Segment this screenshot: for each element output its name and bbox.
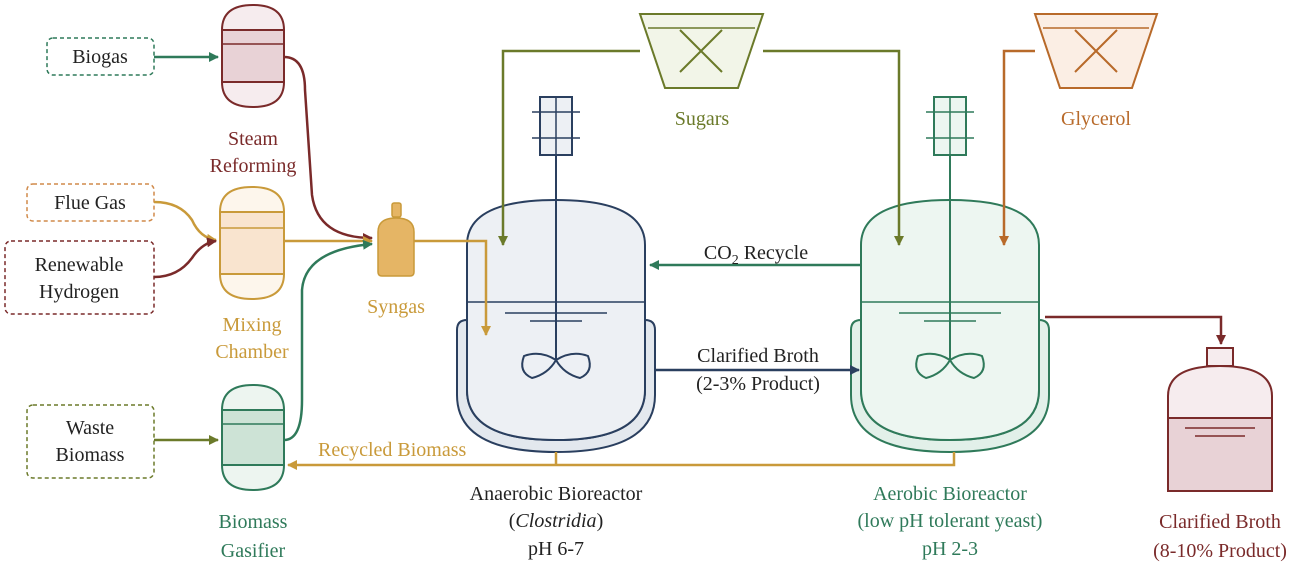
gasifier-to-syngas-arrow	[283, 239, 373, 442]
sugars-hopper	[638, 13, 765, 89]
clarified-broth-label-1: Clarified Broth	[697, 345, 819, 367]
mixing-chamber-label-1: Mixing	[223, 314, 282, 336]
aerobic-label-2: (low pH tolerant yeast)	[858, 510, 1043, 532]
product-tank	[1167, 347, 1273, 492]
flue-gas-flow-arrow	[153, 200, 217, 244]
waste-biomass-label-1: Waste	[66, 417, 114, 439]
reforming-to-syngas-arrow	[283, 55, 373, 243]
biomass-gasifier-label-2: Gasifier	[221, 540, 286, 562]
syngas-label: Syngas	[367, 296, 425, 318]
sugars-to-aerobic-arrow	[763, 49, 904, 246]
co2-recycle-label: CO2 Recycle	[704, 242, 808, 268]
renewable-hydrogen-input: Renewable Hydrogen	[4, 240, 155, 315]
syngas-cylinder	[377, 202, 415, 277]
biogas-input: Biogas	[46, 37, 155, 76]
flue-gas-label: Flue Gas	[54, 192, 126, 214]
mixing-chamber-label-2: Chamber	[215, 341, 289, 363]
hydrogen-flow-arrow	[153, 237, 217, 279]
mixing-chamber-vessel	[219, 185, 285, 301]
waste-biomass-input: Waste Biomass	[26, 404, 155, 479]
anaerobic-label-2: (Clostridia)	[509, 510, 603, 532]
aerobic-label-1: Aerobic Bioreactor	[873, 483, 1027, 505]
anaerobic-label-1: Anaerobic Bioreactor	[470, 483, 643, 505]
renewable-hydrogen-label-1: Renewable	[35, 254, 124, 276]
steam-reforming-label-2: Reforming	[210, 155, 297, 177]
recycled-biomass-arrow	[287, 452, 956, 470]
biomass-gasifier-label-1: Biomass	[219, 511, 288, 533]
aerobic-bioreactor	[850, 96, 1050, 454]
aerobic-label-3: pH 2-3	[922, 538, 978, 560]
steam-reforming-label-1: Steam	[228, 128, 278, 150]
steam-reforming-vessel	[221, 3, 285, 109]
clarified-broth-label-2: (2-3% Product)	[696, 373, 820, 395]
anaerobic-bioreactor	[456, 96, 656, 454]
recycled-biomass-label: Recycled Biomass	[318, 439, 467, 461]
syngas-to-anaerobic-arrow	[414, 239, 491, 336]
waste-biomass-label-2: Biomass	[56, 444, 125, 466]
sugars-to-anaerobic-arrow	[498, 49, 640, 246]
product-label-2: (8-10% Product)	[1153, 540, 1287, 562]
product-label-1: Clarified Broth	[1159, 511, 1281, 533]
glycerol-hopper	[1033, 13, 1159, 89]
aerobic-to-product-arrow	[1045, 315, 1226, 345]
biogas-label: Biogas	[72, 46, 128, 68]
biomass-gasifier-vessel	[221, 383, 285, 492]
glycerol-label: Glycerol	[1061, 108, 1131, 130]
flue-gas-input: Flue Gas	[26, 183, 155, 222]
glycerol-to-aerobic-arrow	[999, 49, 1035, 246]
anaerobic-label-3: pH 6-7	[528, 538, 584, 560]
renewable-hydrogen-label-2: Hydrogen	[39, 281, 119, 303]
sugars-label: Sugars	[675, 108, 730, 130]
